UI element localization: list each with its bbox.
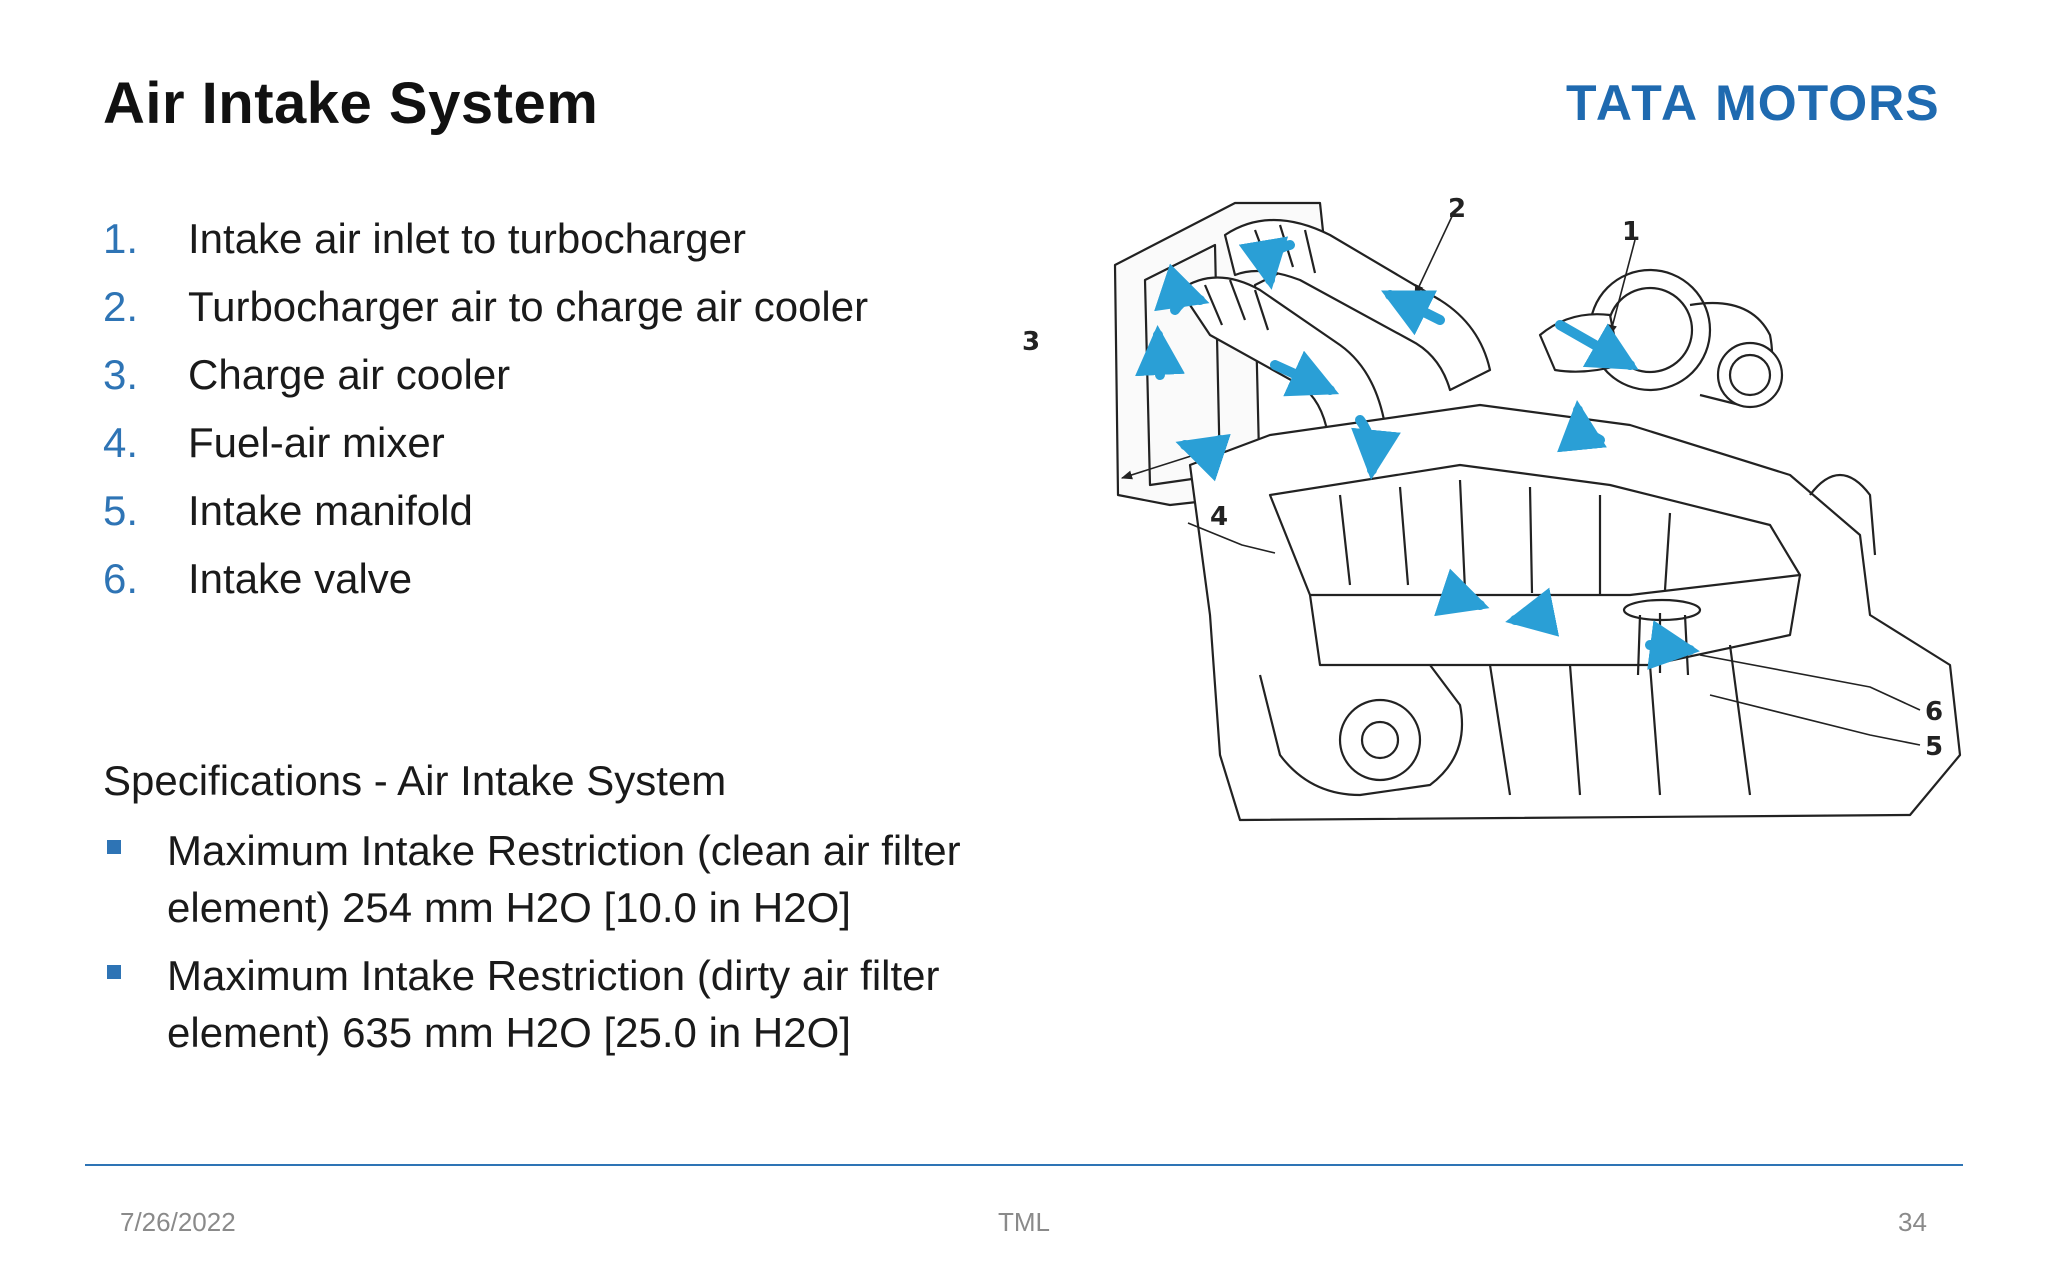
- list-number: 4.: [103, 419, 139, 466]
- footer-divider: [85, 1164, 1963, 1166]
- callout-label: 4: [1210, 502, 1228, 532]
- slide-title: Air Intake System: [103, 71, 599, 136]
- engine-air-intake-diagram: 1 2 3 4 5 6: [1022, 195, 1962, 822]
- spec-bullet: Maximum Intake Restriction (clean air fi…: [103, 822, 1003, 936]
- list-item: 2. Turbocharger air to charge air cooler: [103, 273, 868, 341]
- callout-label: 5: [1925, 732, 1943, 762]
- list-text: Intake valve: [188, 555, 413, 602]
- list-item: 1. Intake air inlet to turbocharger: [103, 205, 868, 273]
- logo-tata: TATA: [1566, 75, 1701, 131]
- list-number: 3.: [103, 351, 139, 398]
- footer-center-text: TML: [998, 1207, 1050, 1237]
- list-text: Turbocharger air to charge air cooler: [188, 283, 869, 330]
- list-text: Intake manifold: [188, 487, 473, 534]
- list-number: 2.: [103, 283, 139, 330]
- callout-label: 6: [1925, 697, 1943, 727]
- spec-bullet-text: Maximum Intake Restriction (dirty air fi…: [167, 952, 940, 1056]
- list-text: Fuel-air mixer: [188, 419, 445, 466]
- spec-bullets: Maximum Intake Restriction (clean air fi…: [103, 822, 1003, 1072]
- list-number: 5.: [103, 487, 139, 534]
- tata-motors-logo: TATA MOTORS: [1566, 74, 1940, 132]
- footer-date: 7/26/2022: [120, 1207, 236, 1237]
- spec-heading: Specifications - Air Intake System: [103, 757, 727, 804]
- callout-label: 2: [1448, 195, 1466, 224]
- square-bullet-icon: [107, 965, 121, 979]
- spec-bullet: Maximum Intake Restriction (dirty air fi…: [103, 947, 1003, 1061]
- list-text: Charge air cooler: [188, 351, 511, 398]
- list-item: 4. Fuel-air mixer: [103, 409, 868, 477]
- square-bullet-icon: [107, 840, 121, 854]
- list-number: 1.: [103, 215, 139, 262]
- list-item: 3. Charge air cooler: [103, 341, 868, 409]
- callout-label: 1: [1622, 217, 1640, 247]
- spec-bullet-text: Maximum Intake Restriction (clean air fi…: [167, 827, 961, 931]
- list-text: Intake air inlet to turbocharger: [188, 215, 746, 262]
- logo-motors: MOTORS: [1715, 75, 1940, 131]
- page-number: 34: [1898, 1207, 1927, 1237]
- list-item: 6. Intake valve: [103, 545, 868, 613]
- list-item: 5. Intake manifold: [103, 477, 868, 545]
- list-number: 6.: [103, 555, 139, 602]
- component-list: 1. Intake air inlet to turbocharger 2. Tur…: [103, 205, 868, 613]
- callout-label: 3: [1022, 327, 1040, 357]
